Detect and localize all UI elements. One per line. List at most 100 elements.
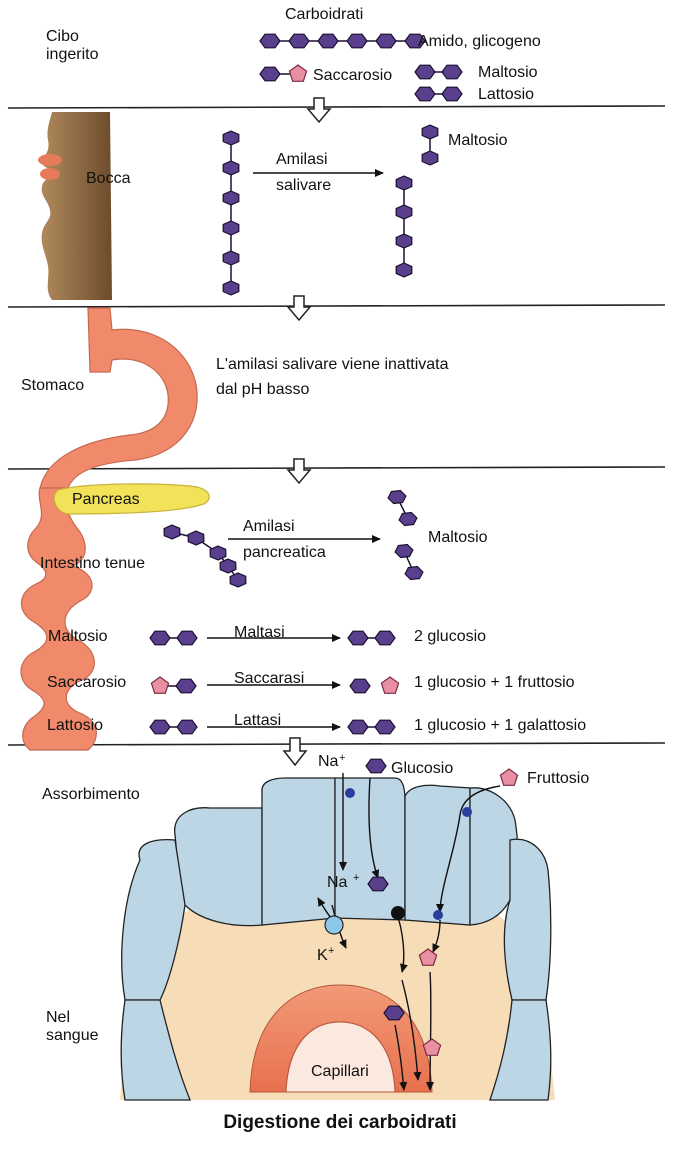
blood-arrow [394, 1024, 408, 1091]
fructose-unit-icon [499, 768, 519, 786]
divider-line [7, 105, 666, 109]
flow-arrows [282, 97, 332, 767]
glucose-unit-icon [383, 1005, 405, 1021]
glucose-unit-icon [175, 678, 197, 694]
glucose-unit-icon [421, 124, 439, 140]
absorption-label: Assorbimento [42, 786, 140, 803]
down-arrow-icon [286, 295, 312, 322]
epithelial-cell [404, 784, 471, 926]
epithelial-cell [334, 777, 406, 921]
reaction-product: 2 glucosio [414, 628, 487, 645]
glucose-path-arrow [368, 777, 380, 879]
down-arrow-icon [282, 737, 308, 767]
figure-caption: Digestione dei carboidrati [223, 1112, 457, 1133]
pancreas-organ [53, 483, 210, 515]
glucose-unit-icon [149, 630, 171, 646]
capillaries-label: Capillari [311, 1063, 369, 1080]
stomach-label: Stomaco [21, 377, 85, 394]
salivary-amylase-line1: Amilasi [276, 151, 328, 168]
glucose-unit-icon [395, 262, 413, 278]
glucose-unit-icon [219, 558, 237, 574]
glucose-unit-icon [149, 719, 171, 735]
esophagus-stomach [39, 307, 198, 489]
glut5-transporter [462, 807, 472, 817]
face-shape [41, 112, 112, 300]
mouth-maltose-label: Maltosio [448, 132, 508, 149]
stomach-note-line2: dal pH basso [216, 381, 310, 398]
glucose-unit-icon [346, 33, 368, 49]
glucose-unit-icon [421, 150, 439, 166]
blood-label: Nel sangue [46, 1009, 99, 1045]
fructose-unit-icon [150, 676, 170, 694]
reaction-enzyme: Lattasi [234, 712, 282, 729]
stomach-note-line1: L'amilasi salivare viene inattivata [216, 356, 449, 373]
glucose-unit-icon [441, 64, 463, 80]
sucrose-label: Saccarosio [313, 67, 393, 84]
maltose-header-label: Maltosio [478, 64, 538, 81]
fructose-exit-arrow [432, 919, 441, 953]
reaction-substrate: Saccarosio [47, 674, 127, 691]
glucose-unit-icon [347, 630, 369, 646]
fructose-path-arrow [436, 785, 501, 913]
epithelial-cell [121, 839, 186, 1001]
pancreas-label: Pancreas [72, 491, 140, 508]
glucose-unit-icon [374, 630, 396, 646]
glucose-unit-icon [222, 280, 240, 296]
glucose-unit-icon [404, 33, 426, 49]
starch-label: Amido, glicogeno [418, 33, 541, 50]
pancreatic-amylase-line2: pancreatica [243, 544, 326, 561]
glucose-unit-icon [441, 86, 463, 102]
divider-line [7, 466, 666, 470]
food-ingested-label: Cibo ingerito [46, 28, 99, 64]
glucose-unit-icon [176, 719, 198, 735]
mouth-label: Bocca [86, 170, 131, 187]
glut2-transporter [391, 906, 405, 920]
upper-lip [38, 154, 62, 166]
down-arrow-icon [286, 458, 312, 485]
epithelial-cell [503, 838, 552, 1001]
na-mid-label: Na [327, 874, 348, 891]
epithelial-cell [489, 999, 552, 1101]
glucose-unit-icon [347, 719, 369, 735]
fructose-unit-icon [422, 1038, 442, 1056]
na-top-plus: + [339, 752, 345, 764]
blood-arrow [426, 971, 435, 1091]
reaction-substrate: Lattosio [47, 717, 104, 734]
epithelial-cell [120, 999, 191, 1101]
reaction-substrate: Maltosio [48, 628, 108, 645]
epithelial-cell [174, 807, 263, 927]
reaction-arrows [207, 169, 384, 731]
glucose-unit-icon [209, 545, 227, 561]
glucose-unit-icon [317, 33, 339, 49]
lower-lip [40, 168, 60, 180]
k-plus: + [328, 945, 334, 957]
salivary-amylase-line2: salivare [276, 177, 332, 194]
sglt-transporter [345, 788, 355, 798]
glucose-unit-icon [374, 719, 396, 735]
small-intestine [20, 487, 97, 751]
reaction-product: 1 glucosio + 1 galattosio [414, 717, 587, 734]
na-mid-plus: + [353, 872, 359, 884]
epithelial-cell [261, 777, 336, 926]
glucose-unit-icon [375, 33, 397, 49]
transporters [324, 788, 472, 935]
glucose-unit-icon [222, 130, 240, 146]
glucose-unit-icon [365, 758, 387, 774]
glucose-unit-icon [288, 33, 310, 49]
glucose-unit-icon [395, 233, 413, 249]
glucose-unit-icon [176, 630, 198, 646]
na-top-label: Na [318, 753, 339, 770]
glucose-unit-icon [222, 160, 240, 176]
reaction-enzyme: Maltasi [234, 624, 285, 641]
glucose-unit-icon [163, 524, 181, 540]
down-arrow-icon [306, 97, 332, 124]
glucose-unit-icon [398, 511, 418, 527]
pancreatic-amylase-line1: Amilasi [243, 518, 295, 535]
reaction-enzyme: Saccarasi [234, 670, 305, 687]
lactose-header-label: Lattosio [478, 86, 535, 103]
fructose-unit-icon [380, 676, 400, 694]
glucose-unit-icon [395, 175, 413, 191]
divider-line [7, 742, 666, 746]
blood-arrow [401, 979, 422, 1081]
